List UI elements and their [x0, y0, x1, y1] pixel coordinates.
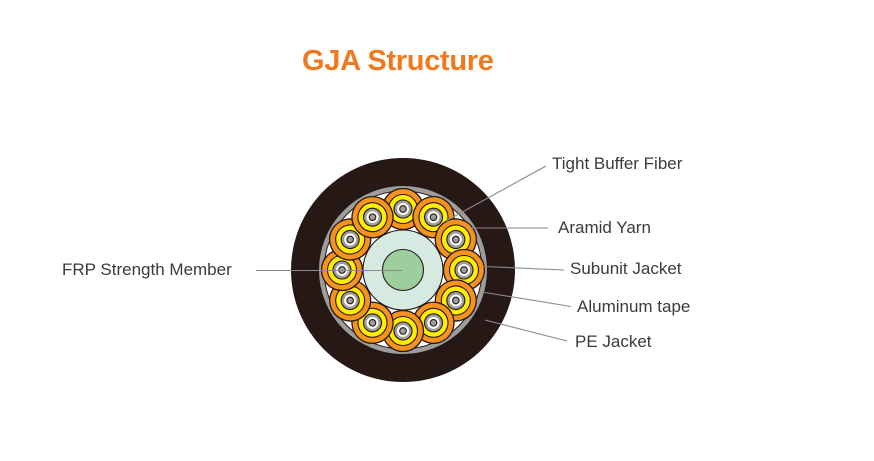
page-title: GJA Structure	[302, 45, 494, 77]
label-pe-jacket: PE Jacket	[575, 332, 652, 351]
label-subunit-jacket: Subunit Jacket	[570, 259, 682, 278]
leader-line-tight-buffer-fiber	[445, 165, 547, 222]
label-tight-buffer-fiber: Tight Buffer Fiber	[552, 154, 683, 173]
leader-line-subunit-jacket	[483, 265, 565, 271]
label-aramid-yarn: Aramid Yarn	[558, 218, 651, 237]
label-aluminum-tape: Aluminum tape	[577, 297, 691, 316]
leader-line-pe-jacket	[484, 319, 568, 342]
label-frp-strength-member: FRP Strength Member	[62, 260, 232, 279]
leader-line-aluminum-tape	[481, 291, 572, 308]
